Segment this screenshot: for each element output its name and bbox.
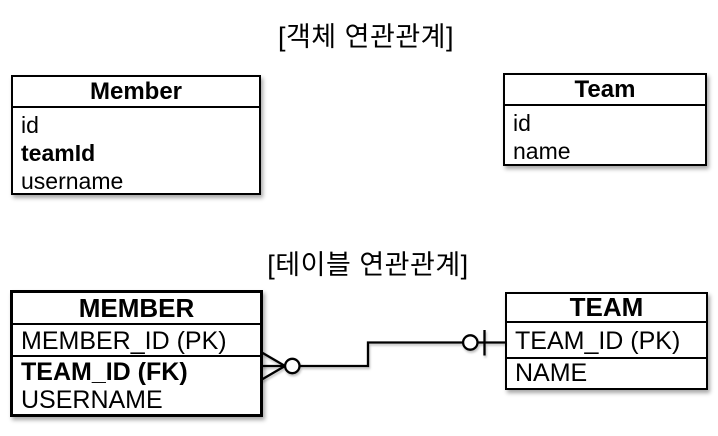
team-column-name: NAME bbox=[515, 359, 588, 387]
member-class-title: Member bbox=[13, 77, 259, 108]
object-section-title: [객체 연관관계] bbox=[277, 22, 455, 52]
member-column-team-id-fk: TEAM_ID (FK) bbox=[21, 358, 188, 386]
team-field-name: name bbox=[513, 138, 571, 164]
member-class-fields: id teamId username bbox=[13, 108, 259, 195]
team-table-title: TEAM bbox=[507, 292, 706, 323]
member-column-member-id-pk: MEMBER_ID (PK) bbox=[13, 325, 260, 357]
member-column-username: USERNAME bbox=[21, 386, 163, 414]
member-field-username: username bbox=[21, 168, 124, 194]
member-table-box: MEMBER MEMBER_ID (PK) TEAM_ID (FK) USERN… bbox=[10, 290, 263, 417]
team-class-fields: id name bbox=[505, 106, 705, 165]
member-class-box: Member id teamId username bbox=[11, 75, 261, 195]
zero-circle-team-icon bbox=[461, 334, 479, 351]
member-table-title: MEMBER bbox=[13, 293, 260, 325]
team-field-id: id bbox=[513, 110, 531, 136]
team-column-team-id-pk: TEAM_ID (PK) bbox=[507, 323, 706, 359]
team-table-box: TEAM TEAM_ID (PK) NAME bbox=[505, 292, 708, 390]
table-section-title: [테이블 연관관계] bbox=[267, 250, 469, 280]
crow-foot-many-icon bbox=[260, 351, 286, 381]
team-class-title: Team bbox=[505, 75, 705, 106]
member-field-teamid: teamId bbox=[21, 140, 96, 166]
connector-line bbox=[299, 341, 463, 368]
team-class-box: Team id name bbox=[503, 73, 707, 166]
zero-circle-member-icon bbox=[283, 357, 301, 375]
member-table-columns: TEAM_ID (FK) USERNAME bbox=[13, 357, 260, 414]
member-field-id: id bbox=[21, 112, 39, 138]
